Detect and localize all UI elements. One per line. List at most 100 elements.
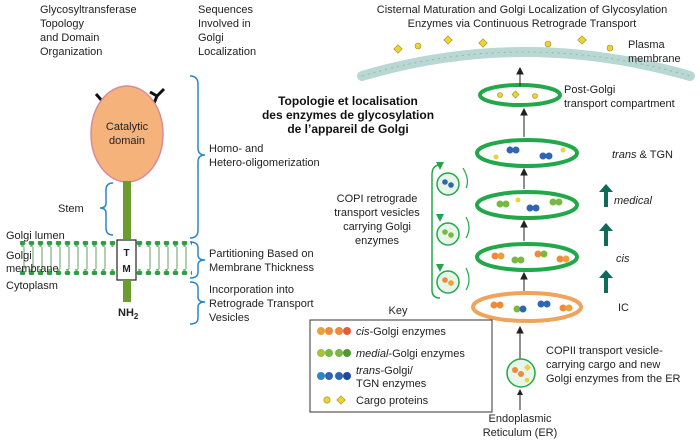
plasma-membrane-texture [361,51,691,77]
header-sequences-line1: Sequences [198,4,254,16]
plasma-membrane-label-line1: Plasma [628,39,666,51]
header-sequences-line3: Golgi [198,32,224,44]
oligomerization-label-line1: Homo- and [209,143,263,155]
key-cargo-swatch [323,395,346,405]
cis-label: cis [616,253,630,265]
header-topology-line2: Topology [40,18,85,30]
copi-bracket-arrows [436,162,444,272]
trans-cisterna [475,138,579,168]
partitioning-label-line2: Membrane Thickness [209,262,314,274]
overlay-title-line1: Topologie et localisation [278,94,418,108]
key-trans-label-line1: trans-Golgi/ [356,365,414,377]
key-medial-label: medial-Golgi enzymes [356,348,465,360]
copi-vesicle-3 [436,270,460,294]
cis-cisterna [475,242,579,272]
nh2-label: NH2 [118,307,139,321]
copii-label-line2: carrying cargo and new [546,359,660,371]
copi-label-line4: enzymes [355,235,400,247]
incorporation-label-line1: Incorporation into [209,284,294,296]
oligomerization-brace [189,75,206,239]
header-topology-line3: and Domain [40,32,99,44]
medial-cisterna [475,190,579,220]
medial-enzymes [496,197,563,212]
partitioning-label-line1: Partitioning Based on [209,248,314,260]
copi-label-line1: COPI retrograde [337,193,418,205]
cisternal-maturation: Plasma membrane Post-Golgi transport com… [334,35,695,439]
svg-text:Topologie et localisation: Topologie et localisation [278,94,418,108]
catalytic-domain-label-line2: domain [109,135,145,147]
incorporation-label-line3: Vesicles [209,312,250,324]
sequence-braces: Homo- and Hetero-oligomerization Partiti… [189,75,320,325]
overlay-title: Topologie et localisation des enzymes de… [260,93,435,138]
key-cis-label: cis-Golgi enzymes [356,326,446,338]
tm-letter-t: T [123,248,129,259]
post-golgi-label-line2: transport compartment [564,98,675,110]
oligomerization-label-line2: Hetero-oligomerization [209,157,320,169]
header-topology: Glycosyltransferase Topology and Domain … [40,4,137,58]
cytoplasmic-tail [123,280,131,302]
header-cisternal: Cisternal Maturation and Golgi Localizat… [377,4,667,30]
incorporation-label-line2: Retrograde Transport [209,298,314,310]
key-trans-swatch [317,372,351,380]
medical-label: medical [614,195,652,207]
plasma-membrane-label-line2: membrane [628,53,681,65]
maturation-arrow-ic-to-cis [599,270,613,293]
er-label-line1: Endoplasmic [489,413,552,425]
svg-text:des enzymes de glycosylation: des enzymes de glycosylation [262,108,434,122]
maturation-arrow-medial-to-trans [599,184,613,207]
copi-bracket [431,164,441,299]
key-legend: Key cis-Golgi enzymes medial-Golgi enzym… [309,305,493,413]
header-sequences-line2: Involved in [198,18,251,30]
catalytic-domain-shape [90,85,164,183]
svg-text:de l’appareil de Golgi: de l’appareil de Golgi [287,122,408,136]
post-golgi-cargo [497,90,538,99]
tm-letter-m: M [122,264,130,275]
overlay-title-line2: des enzymes de glycosylation [262,108,434,122]
incorporation-brace [189,281,206,325]
post-golgi-label-line1: Post-Golgi [564,84,615,96]
golgi-membrane-label-line1: Golgi [6,250,32,262]
golgi-membrane-label-line2: membrane [6,263,59,275]
key-medial-swatch [317,349,351,357]
membrane-bottom-leaflet [20,269,192,275]
copi-vesicles [436,167,470,294]
copii-label-line1: COPII transport vesicle- [546,345,663,357]
catalytic-domain-label-line1: Catalytic [106,121,149,133]
key-cis-swatch [317,327,351,335]
golgi-lumen-label: Golgi lumen [6,230,65,242]
post-golgi-compartment [478,83,562,107]
key-box [309,319,493,413]
trans-tgn-label: trans & TGN [612,149,673,161]
key-trans-label-line2: TGN enzymes [356,378,427,390]
cis-enzymes [491,250,570,264]
copi-vesicle-2 [436,222,460,246]
stem-label: Stem [58,203,84,215]
key-title: Key [389,305,408,317]
enzyme-topology: Catalytic domain T M NH2 Stem Golgi lume… [6,85,192,321]
ic-enzymes [490,300,573,313]
header-cisternal-line1: Cisternal Maturation and Golgi Localizat… [377,4,667,16]
header-topology-line4: Organization [40,46,102,58]
header-sequences: Sequences Involved in Golgi Localization [198,4,256,58]
secreted-cargo [393,35,614,54]
membrane-top-leaflet [20,241,192,247]
ic-label: IC [618,302,629,314]
copi-vesicle-1 [436,172,460,196]
trans-enzymes [493,146,566,160]
stem-brace [99,182,114,236]
cytoplasm-label: Cytoplasm [6,280,58,292]
maturation-arrows [599,184,613,293]
key-cargo-label: Cargo proteins [356,395,429,407]
copi-label-line2: transport vesicles [334,207,420,219]
copii-label-line3: Golgi enzymes from the ER [546,373,681,385]
maturation-arrow-cis-to-medial [599,223,613,246]
flow-arrows [516,66,528,370]
membrane-lipid-tails [23,247,187,269]
stem-segment [123,181,131,239]
header-cisternal-line2: Enzymes via Continuous Retrograde Transp… [408,18,637,30]
header-topology-line1: Glycosyltransferase [40,4,137,16]
partitioning-brace [189,241,206,279]
header-sequences-line4: Localization [198,46,256,58]
er-label-line2: Reticulum (ER) [483,427,558,439]
